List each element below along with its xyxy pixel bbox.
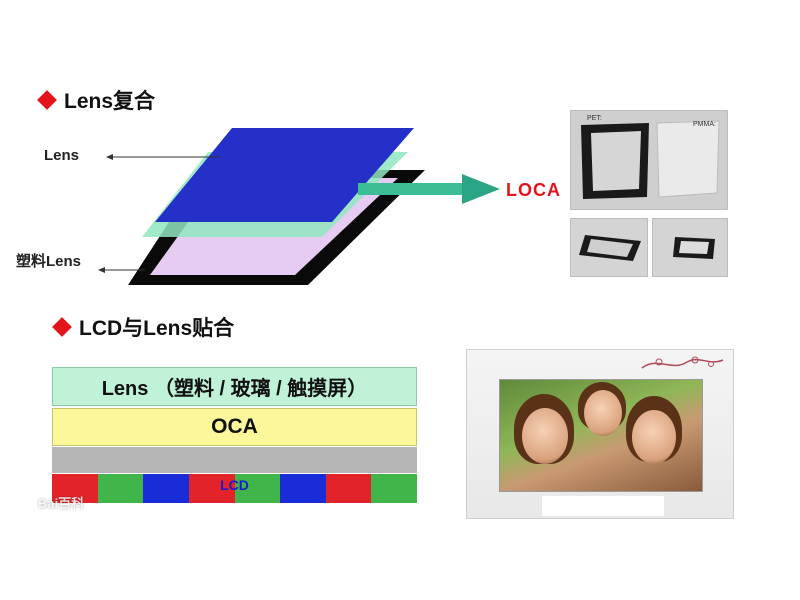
lens-sample-photo-large: PET: PMMA: — [570, 110, 728, 210]
lcd-pixel — [52, 474, 98, 503]
lcd-pixel — [371, 474, 417, 503]
floral-ornament-icon — [641, 356, 724, 369]
photo-frame-bottom-panel — [542, 496, 664, 516]
lcd-pixel — [188, 474, 235, 503]
person-face-middle — [584, 390, 622, 436]
exploded-layer-diagram — [98, 128, 500, 285]
pmma-label: PMMA: — [693, 121, 716, 128]
lcd-pixel — [325, 474, 372, 503]
lens-sample-photo-small-right — [652, 218, 728, 277]
diamond-bullet-icon — [52, 317, 72, 337]
lcd-pixel — [280, 474, 326, 503]
loca-arrow-head — [462, 174, 500, 204]
lens-sample-drawing-right — [673, 237, 715, 259]
section-title-text: LCD与Lens贴合 — [79, 317, 235, 340]
lens-pointer-arrowhead — [106, 154, 113, 160]
photo-frame-device — [466, 349, 734, 519]
label-plastic-lens: 塑料Lens — [16, 253, 82, 270]
stack-oca-label: OCA — [211, 415, 258, 438]
stack-gap-layer — [52, 447, 417, 473]
label-lens: Lens — [44, 147, 80, 164]
label-loca: LOCA — [506, 180, 561, 200]
lcd-pixel — [234, 474, 281, 503]
stack-lens-label: Lens （塑料 / 玻璃 / 触摸屏） — [101, 378, 368, 400]
lcd-pixel — [143, 474, 189, 503]
section-title-lens-composite: Lens复合 — [37, 85, 156, 115]
lens-layer — [155, 128, 414, 222]
baidu-watermark: Bai百科 — [38, 496, 85, 511]
plastic-lens-pointer-arrowhead — [98, 267, 105, 273]
person-face-right — [632, 410, 676, 464]
stack-lcd-pixel-row — [52, 474, 417, 503]
lens-frame-drawing — [581, 120, 720, 199]
section-title-lcd-lens-bonding: LCD与Lens贴合 — [52, 312, 235, 342]
loca-arrow-shaft — [358, 183, 464, 195]
section-title-text: Lens复合 — [64, 90, 156, 113]
lcd-pixel — [97, 474, 144, 503]
person-face-left — [522, 408, 568, 464]
lens-sample-drawing-left — [579, 235, 641, 261]
pet-label: PET: — [587, 115, 602, 122]
stack-lcd-label: LCD — [220, 477, 249, 493]
lens-sample-photo-small-left — [570, 218, 648, 277]
stack-oca-layer: OCA — [52, 408, 417, 446]
photo-frame-screen — [499, 379, 703, 492]
stack-lens-layer: Lens （塑料 / 玻璃 / 触摸屏） — [52, 367, 417, 406]
diamond-bullet-icon — [37, 90, 57, 110]
